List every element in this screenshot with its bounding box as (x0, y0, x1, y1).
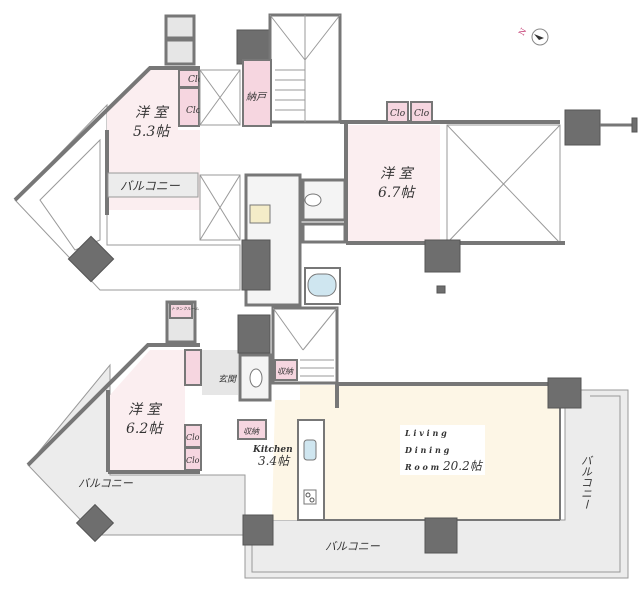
closet (184, 447, 202, 471)
wall (26, 343, 200, 467)
upper-balcony-inner (39, 138, 101, 251)
entrance-label: 玄関 (218, 374, 238, 385)
washer (249, 204, 271, 224)
upper-balcony-outline (14, 103, 241, 291)
upper-floor: Clo Clo 洋 室 5.3帖 バルコニー 納戸 Clo Clo 洋 室 6.… (13, 13, 638, 307)
ldr-label: L i v i n g (404, 428, 447, 438)
closet-label: Clo (186, 433, 200, 442)
closet-label: Clo (186, 106, 202, 116)
shaft-box (164, 38, 196, 66)
balcony-bottom-right (244, 389, 629, 579)
balcony-label: バルコニー (78, 477, 134, 490)
balcony-label: バルコニー (579, 455, 593, 510)
column (424, 239, 461, 273)
toilet (304, 193, 322, 207)
kitchen-label: Kitchen (252, 445, 293, 455)
kitchen-counter (297, 419, 325, 521)
closet (178, 87, 200, 127)
kitchen-size: 3.4帖 (258, 454, 291, 468)
storage-label: 収納 (243, 427, 260, 436)
room-size: 6.7帖 (378, 185, 416, 201)
closet (410, 101, 433, 123)
ldr-label: D i n i n g (404, 445, 450, 455)
column (424, 517, 458, 554)
bedroom-6-7 (348, 125, 440, 241)
shaft-box (164, 14, 196, 40)
closet-label: Clo (390, 109, 406, 119)
closet-label: Clo (188, 75, 204, 85)
closet-label: Clo (414, 109, 430, 119)
closet-label: Clo (186, 456, 200, 465)
bedroom-6-2 (110, 350, 185, 470)
storage (242, 59, 272, 127)
storage (274, 359, 298, 381)
trunk-room-label: トランクルーム (171, 306, 199, 311)
toilet (249, 368, 263, 388)
balcony (107, 172, 199, 198)
room-name: 洋 室 (380, 166, 414, 182)
ldr-size: 20.2帖 (442, 459, 484, 473)
column (547, 377, 582, 409)
kitchen-sink (303, 439, 317, 461)
balcony-label: バルコニー (120, 179, 181, 193)
column (564, 109, 601, 146)
room-size: 5.3帖 (133, 124, 171, 140)
entrance (202, 350, 238, 395)
storage-label: 納戸 (246, 91, 268, 103)
column (242, 514, 274, 546)
closet (386, 101, 409, 123)
storage-label: 収納 (277, 367, 294, 376)
column (241, 239, 271, 291)
bathtub (307, 273, 337, 297)
room-size: 6.2帖 (126, 421, 164, 437)
storage (237, 419, 267, 440)
column (75, 503, 115, 543)
column (237, 314, 271, 354)
wall (13, 66, 200, 202)
compass-icon: N (517, 27, 549, 46)
compass-label: N (517, 27, 528, 38)
column (236, 29, 271, 65)
column (67, 235, 115, 283)
room-name: 洋 室 (135, 105, 169, 121)
ldr-label: R o o m (404, 462, 439, 472)
balcony-label: バルコニー (325, 540, 381, 553)
stove-icon (303, 489, 317, 505)
lower-floor: トランクルーム Clo Clo 洋 室 6.2帖 玄関 収納 収納 (26, 300, 629, 579)
room-name: 洋 室 (128, 402, 162, 418)
closet (184, 349, 202, 386)
